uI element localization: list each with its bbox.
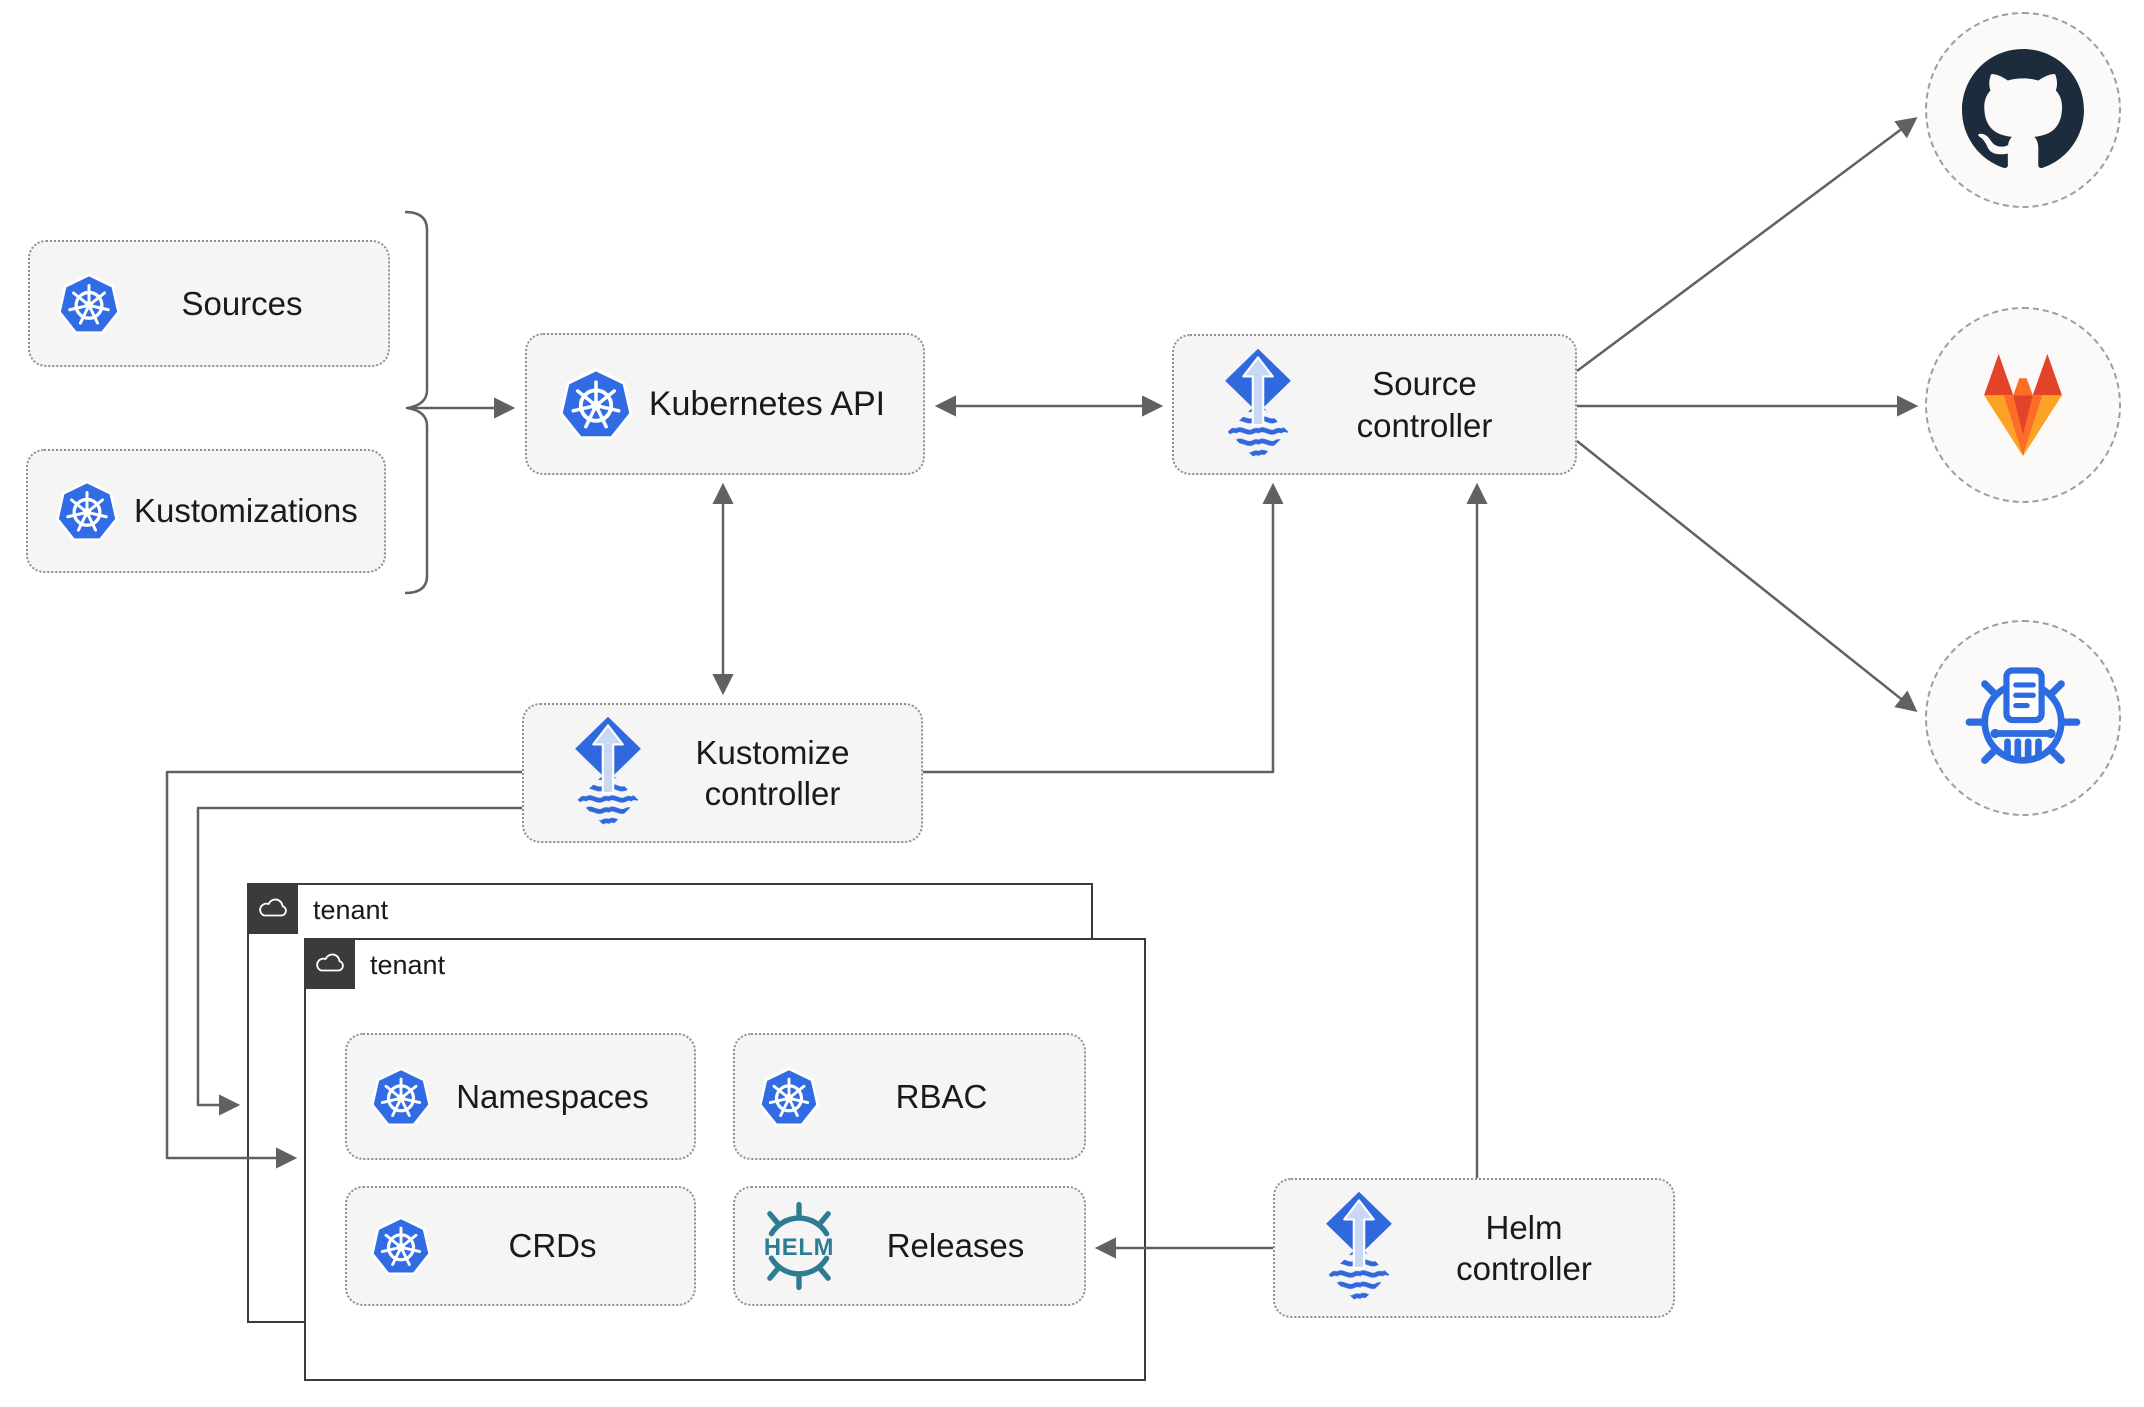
kubernetes-icon bbox=[757, 1065, 821, 1129]
crds-label: CRDs bbox=[508, 1227, 597, 1265]
source-controller-label: Source controller bbox=[1356, 365, 1493, 444]
edge-brace-sources-kustomizations bbox=[404, 210, 429, 595]
kustomizations-node: Kustomizations bbox=[26, 449, 386, 573]
kubernetes-icon bbox=[54, 478, 120, 544]
flux-icon bbox=[1315, 1190, 1403, 1306]
kustomize-controller-node: Kustomize controller bbox=[522, 703, 923, 843]
kubernetes-icon bbox=[369, 1214, 433, 1278]
kubernetes-api-node: Kubernetes API bbox=[525, 333, 925, 475]
kustomizations-label: Kustomizations bbox=[134, 492, 358, 530]
registry-provider-node bbox=[1925, 620, 2121, 816]
sources-label: Sources bbox=[181, 284, 303, 322]
rbac-node: RBAC bbox=[733, 1033, 1086, 1160]
kubernetes-icon bbox=[56, 271, 122, 337]
helm-logo-text: HELM bbox=[764, 1234, 834, 1261]
releases-node: HELM Releases bbox=[733, 1186, 1086, 1306]
cloud-icon bbox=[316, 953, 344, 971]
helm-controller-node: Helm controller bbox=[1273, 1178, 1675, 1318]
source-controller-node: Source controller bbox=[1172, 334, 1577, 475]
gitlab-icon bbox=[1984, 353, 2062, 457]
flux-icon bbox=[1214, 347, 1302, 463]
helm-icon: HELM bbox=[753, 1200, 845, 1292]
gitlab-provider-node bbox=[1925, 307, 2121, 503]
edge-source-controller-registry bbox=[1576, 440, 1918, 712]
kubernetes-icon bbox=[369, 1065, 433, 1129]
edge-kustomize-controller-source-controller bbox=[923, 482, 1284, 774]
edge-source-controller-github bbox=[1576, 117, 1918, 373]
flux-icon bbox=[564, 715, 652, 831]
tenant-header bbox=[303, 937, 355, 989]
tenant-label: tenant bbox=[313, 895, 389, 925]
kustomize-controller-label: Kustomize controller bbox=[695, 733, 850, 812]
sources-node: Sources bbox=[28, 240, 390, 367]
namespaces-node: Namespaces bbox=[345, 1033, 696, 1160]
registry-icon bbox=[1965, 667, 2081, 764]
cloud-icon bbox=[259, 898, 287, 916]
rbac-label: RBAC bbox=[895, 1077, 988, 1115]
tenant-label: tenant bbox=[370, 950, 446, 980]
helm-controller-label: Helm controller bbox=[1456, 1208, 1592, 1287]
github-provider-node bbox=[1925, 12, 2121, 208]
tenant-header bbox=[246, 882, 298, 934]
crds-node: CRDs bbox=[345, 1186, 696, 1306]
kubernetes-api-label: Kubernetes API bbox=[648, 384, 886, 423]
github-icon bbox=[1962, 49, 2084, 168]
kubernetes-icon bbox=[557, 365, 635, 443]
namespaces-label: Namespaces bbox=[456, 1077, 649, 1115]
releases-label: Releases bbox=[886, 1227, 1025, 1265]
